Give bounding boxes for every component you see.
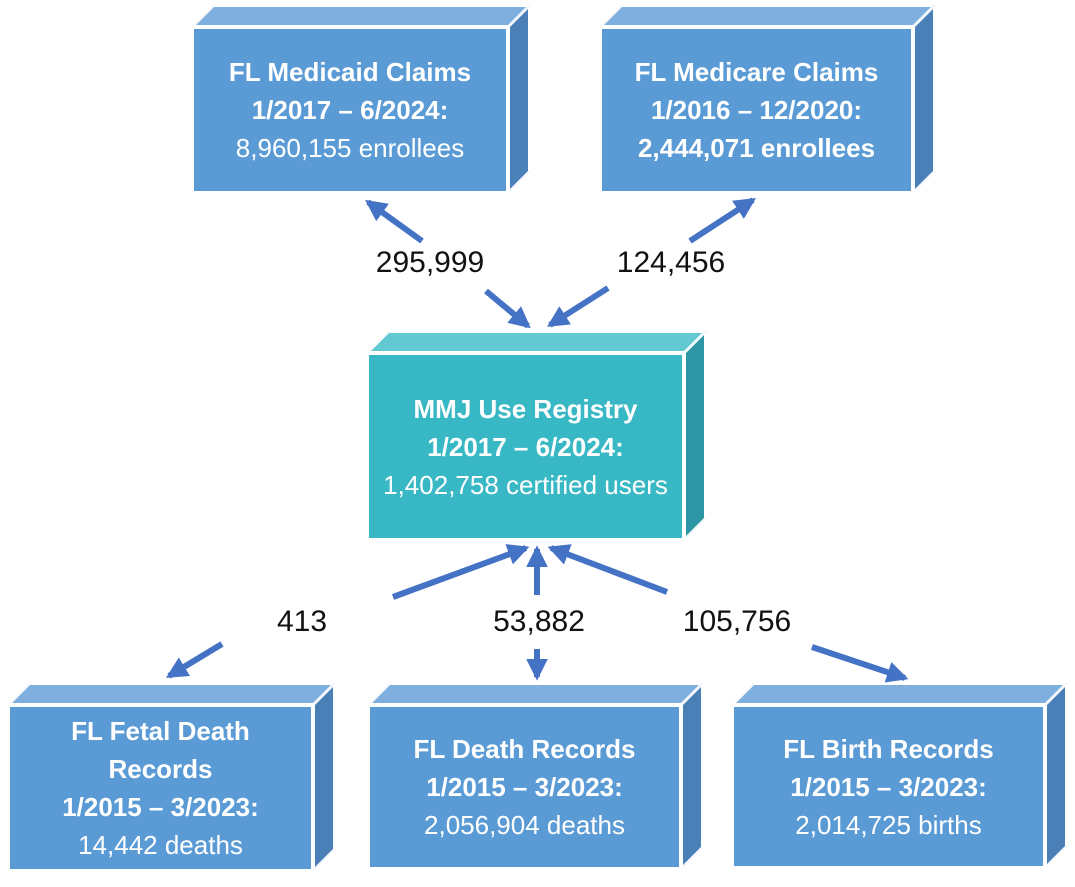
node-medicare-claims: FL Medicare Claims 1/2016 – 12/2020: 2,4… bbox=[600, 5, 935, 193]
node-daterange: 1/2015 – 3/2023: bbox=[790, 771, 987, 802]
arrow-fetal-to-registry bbox=[391, 544, 530, 600]
node-title: FL Fetal Death Records bbox=[71, 716, 250, 784]
arrow-medicare-to-registry bbox=[546, 285, 610, 328]
box-side-face bbox=[681, 683, 703, 869]
node-count: 1,402,758 certified users bbox=[383, 469, 668, 500]
node-title: MMJ Use Registry bbox=[413, 393, 638, 424]
box-front-face: FL Medicare Claims 1/2016 – 12/2020: 2,4… bbox=[600, 27, 913, 193]
link-count-medicaid-registry: 295,999 bbox=[375, 246, 485, 279]
node-title: FL Birth Records bbox=[783, 733, 994, 764]
link-count-medicare-registry: 124,456 bbox=[616, 246, 726, 279]
box-top-face bbox=[732, 683, 1067, 705]
node-daterange: 1/2017 – 6/2024: bbox=[427, 431, 624, 462]
link-count-death-registry: 53,882 bbox=[493, 605, 585, 638]
box-top-face bbox=[600, 5, 935, 27]
node-count: 14,442 deaths bbox=[78, 830, 243, 860]
box-front-face: FL Medicaid Claims 1/2017 – 6/2024: 8,96… bbox=[192, 27, 508, 193]
node-count: 8,960,155 enrollees bbox=[235, 133, 465, 163]
box-side-face bbox=[684, 331, 706, 540]
node-daterange: 1/2015 – 3/2023: bbox=[62, 792, 259, 822]
box-front-face: FL Fetal Death Records 1/2015 – 3/2023: … bbox=[8, 705, 313, 871]
link-count-birth-registry: 105,756 bbox=[682, 605, 792, 638]
arrow-birth-to-registry bbox=[547, 544, 669, 595]
node-title: FL Death Records bbox=[413, 734, 636, 764]
box-top-face bbox=[367, 331, 706, 353]
box-front-face: MMJ Use Registry 1/2017 – 6/2024: 1,402,… bbox=[367, 353, 684, 540]
node-count: 2,014,725 births bbox=[795, 809, 982, 840]
box-top-face bbox=[192, 5, 530, 27]
box-side-face bbox=[508, 5, 530, 193]
node-medicaid-claims: FL Medicaid Claims 1/2017 – 6/2024: 8,96… bbox=[192, 5, 530, 193]
node-title: FL Medicare Claims bbox=[634, 57, 879, 87]
arrow-registry-to-medicaid bbox=[365, 199, 424, 244]
arrow-registry-to-fetal bbox=[165, 641, 224, 679]
node-mmj-registry: MMJ Use Registry 1/2017 – 6/2024: 1,402,… bbox=[367, 331, 706, 540]
node-birth-records: FL Birth Records 1/2015 – 3/2023: 2,014,… bbox=[732, 683, 1067, 868]
box-top-face bbox=[368, 683, 703, 705]
link-count-fetal-registry: 413 bbox=[276, 605, 328, 638]
arrow-registry-to-medicare bbox=[688, 197, 757, 244]
node-count: 2,444,071 enrollees bbox=[637, 133, 876, 163]
node-daterange: 1/2016 – 12/2020: bbox=[650, 95, 863, 125]
node-count: 2,056,904 deaths bbox=[424, 810, 625, 840]
arrow-registry-to-birth bbox=[811, 644, 909, 683]
node-fetal-death-records: FL Fetal Death Records 1/2015 – 3/2023: … bbox=[8, 683, 335, 871]
box-side-face bbox=[1045, 683, 1067, 868]
box-top-face bbox=[8, 683, 335, 705]
node-daterange: 1/2017 – 6/2024: bbox=[251, 95, 449, 125]
box-front-face: FL Birth Records 1/2015 – 3/2023: 2,014,… bbox=[732, 705, 1045, 868]
node-death-records: FL Death Records 1/2015 – 3/2023: 2,056,… bbox=[368, 683, 703, 869]
box-side-face bbox=[313, 683, 335, 871]
node-daterange: 1/2015 – 3/2023: bbox=[426, 772, 623, 802]
box-side-face bbox=[913, 5, 935, 193]
arrow-medicaid-to-registry bbox=[484, 288, 531, 329]
node-title: FL Medicaid Claims bbox=[228, 57, 472, 87]
box-front-face: FL Death Records 1/2015 – 3/2023: 2,056,… bbox=[368, 705, 681, 869]
